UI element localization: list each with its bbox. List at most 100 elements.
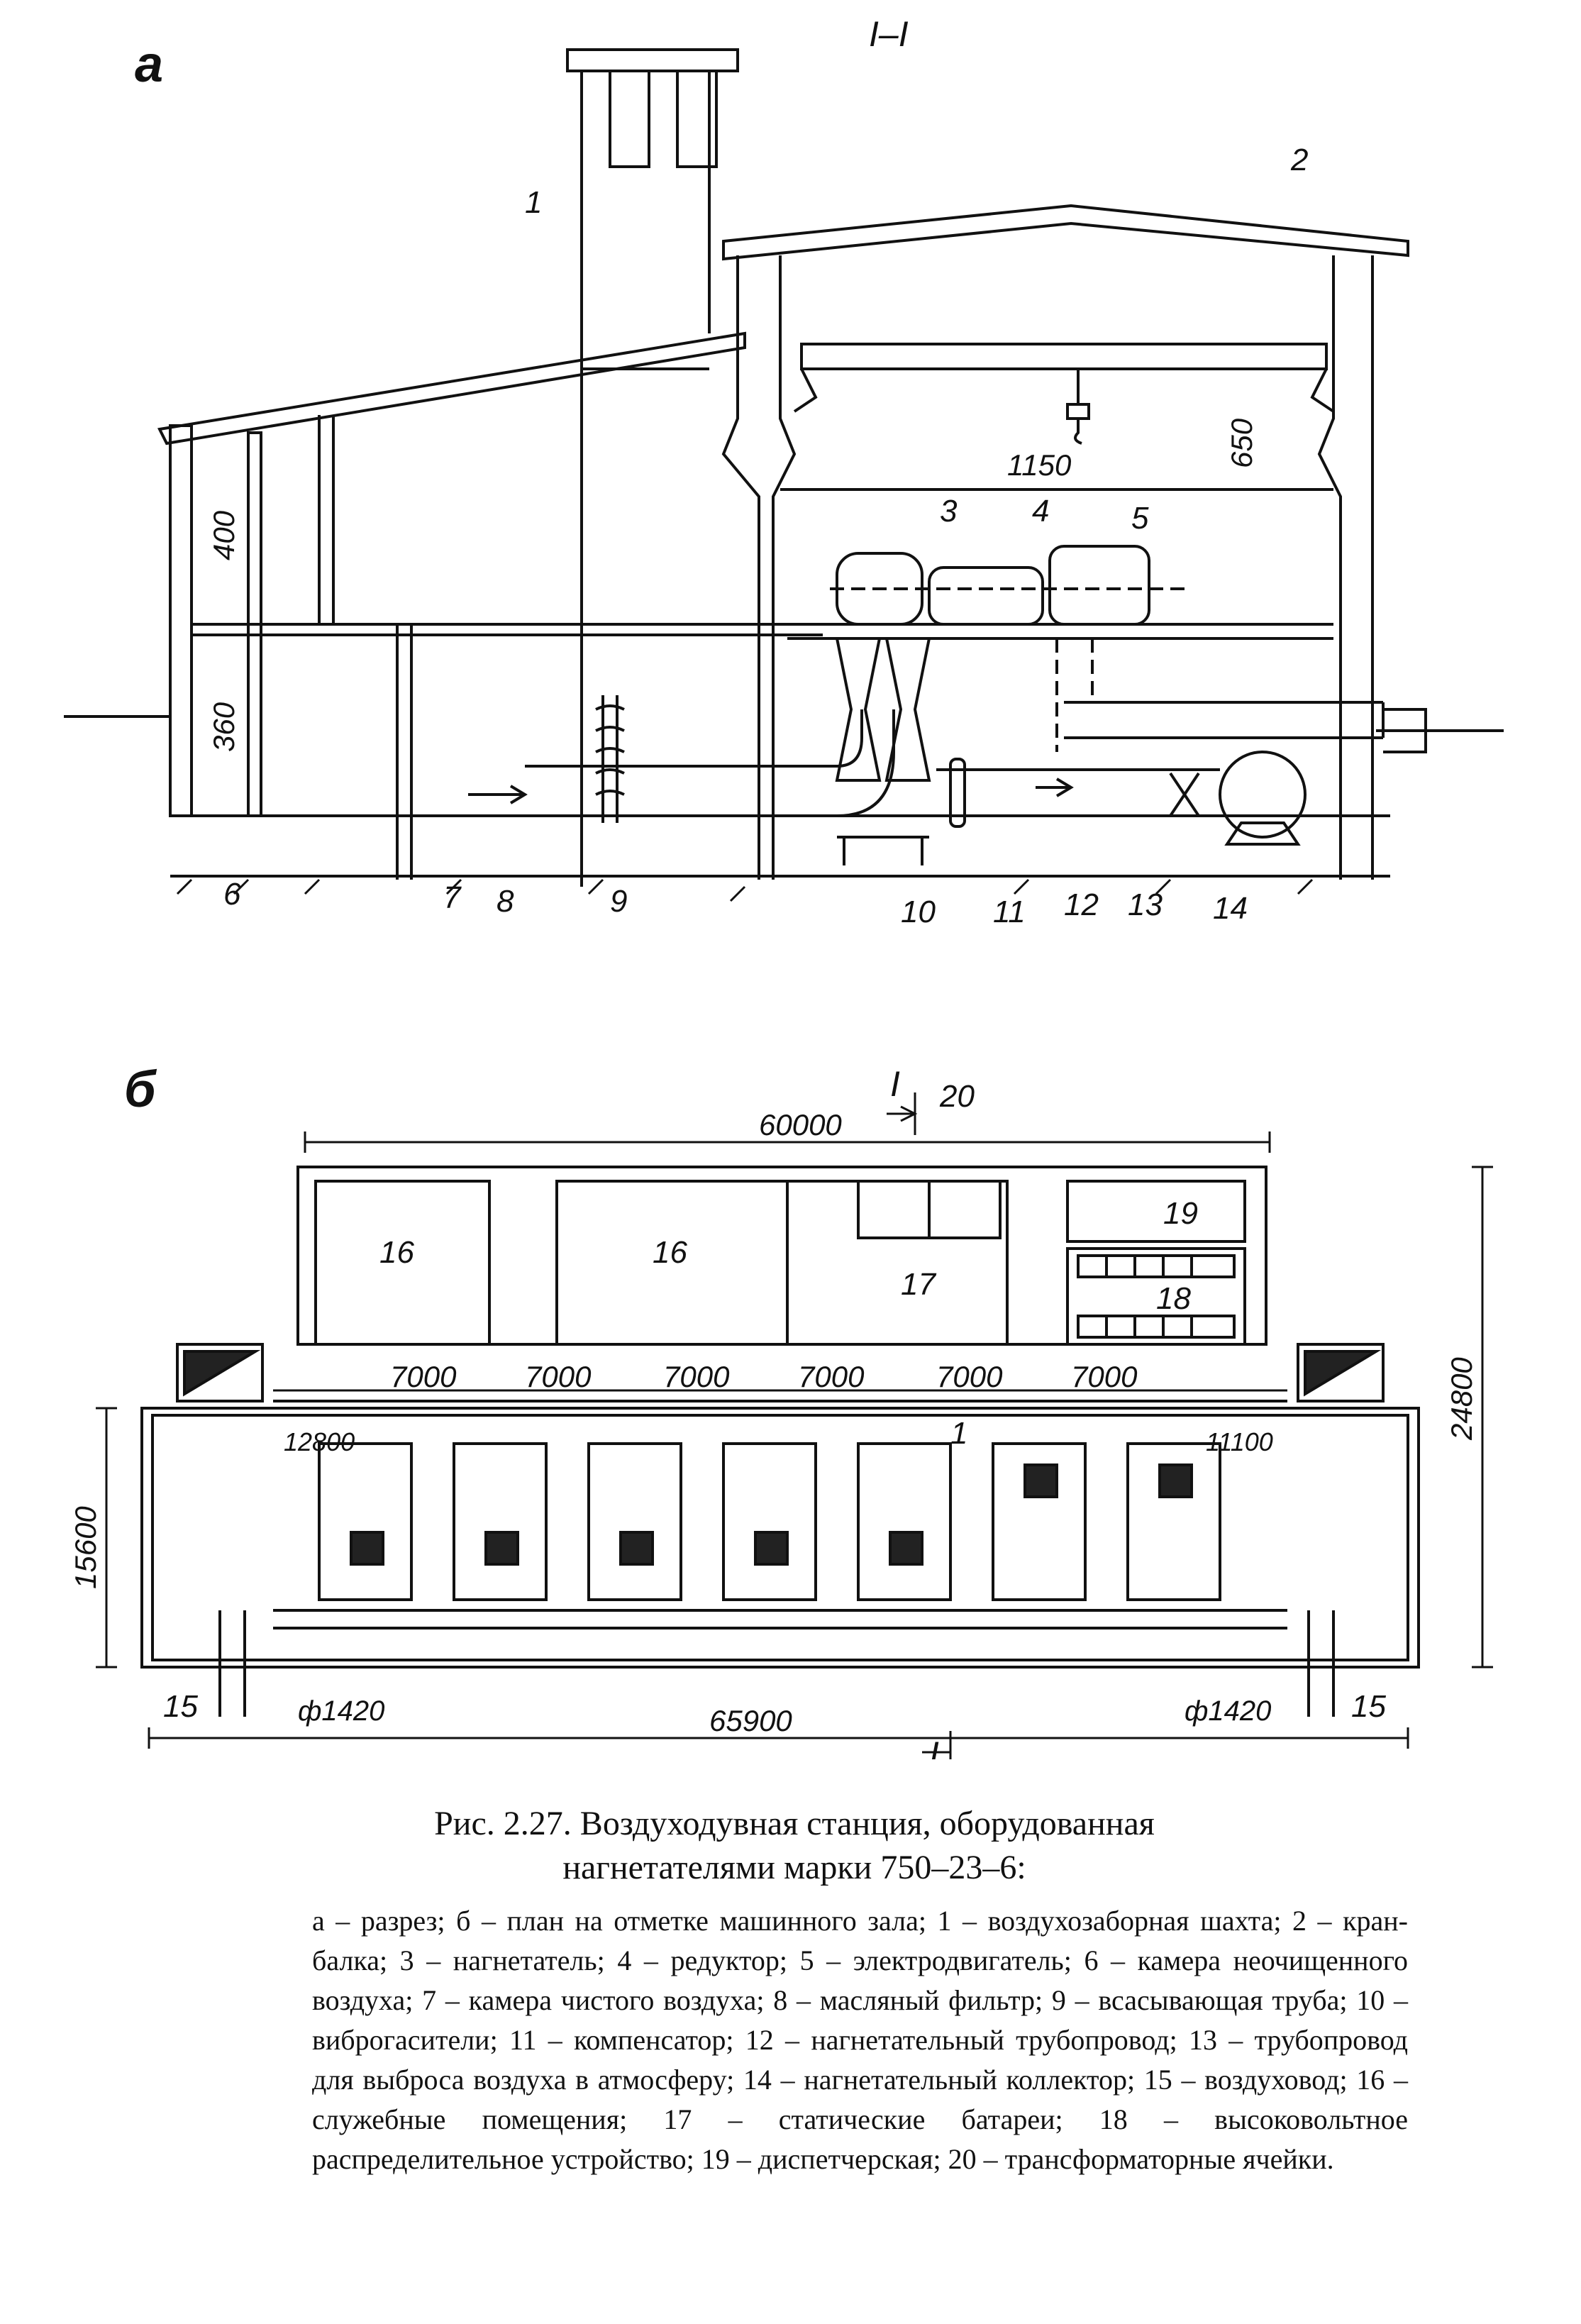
suction-pipe xyxy=(525,709,895,817)
dim-1150: 1150 xyxy=(1007,448,1072,482)
label-section-b: б xyxy=(124,1061,157,1118)
vent-dashed xyxy=(1055,638,1094,752)
callout-15-right: 15 xyxy=(1351,1689,1386,1724)
callout-12: 12 xyxy=(1064,887,1099,922)
callout-6: 6 xyxy=(223,877,241,912)
air-flow-arrow-in xyxy=(468,785,528,804)
cut-mark-top xyxy=(887,1092,918,1135)
dim-60000: 60000 xyxy=(759,1108,842,1141)
dim-line-60000 xyxy=(304,1131,1271,1153)
collector-base xyxy=(1224,821,1301,846)
label-cut-mark-bottom: I xyxy=(929,1734,939,1759)
dim-phi1420-left: ф1420 xyxy=(298,1695,384,1727)
callout-4: 4 xyxy=(1032,494,1049,529)
dim-11100: 11100 xyxy=(1206,1427,1273,1456)
shaft-right xyxy=(1297,1343,1385,1402)
reducer-4 xyxy=(928,566,1044,626)
main-right-wall xyxy=(1317,255,1374,880)
room-19 xyxy=(1066,1180,1246,1243)
shaft-right-fill xyxy=(1304,1350,1382,1397)
atmosphere-pipe xyxy=(1064,701,1427,753)
callout-9: 9 xyxy=(610,884,627,919)
callout-14: 14 xyxy=(1213,891,1248,926)
callout-1: 1 xyxy=(525,185,542,220)
unit-3 xyxy=(587,1442,682,1601)
ground-hatch xyxy=(176,878,1314,902)
shaft-left xyxy=(176,1343,264,1402)
dim-24800: 24800 xyxy=(1445,1357,1478,1441)
shaft-louver-left xyxy=(609,70,650,168)
crane-hook xyxy=(1066,369,1090,445)
unit-7 xyxy=(1126,1442,1221,1601)
label-section-a: а xyxy=(135,36,163,93)
air-duct-left xyxy=(218,1610,246,1717)
left-annex-wall xyxy=(169,424,193,817)
discharge-pipeline xyxy=(936,768,1220,817)
station-drawing: а б I–I I I 1 2 3 4 5 6 7 8 9 10 11 12 1… xyxy=(64,14,1504,1759)
plan-view xyxy=(140,1166,1420,1717)
callout-16-left: 16 xyxy=(379,1235,414,1270)
room-17 xyxy=(786,1180,1009,1346)
unit-5 xyxy=(857,1442,952,1601)
unit-5-core xyxy=(889,1531,923,1566)
valve xyxy=(1169,772,1200,817)
dim-650: 650 xyxy=(1225,418,1258,468)
callout-3: 3 xyxy=(940,494,958,529)
ground-line xyxy=(64,715,1504,732)
suction-cones xyxy=(835,638,931,782)
room-18 xyxy=(1066,1247,1246,1346)
label-section-mark: I–I xyxy=(869,14,909,54)
callout-18: 18 xyxy=(1156,1281,1191,1316)
unit-7-core xyxy=(1158,1463,1193,1498)
label-cut-mark-top: I xyxy=(890,1064,900,1104)
air-duct-right xyxy=(1307,1610,1335,1717)
callout-20: 20 xyxy=(939,1079,975,1114)
callout-5: 5 xyxy=(1131,501,1149,536)
motor-5 xyxy=(1048,545,1150,626)
dampers-10 xyxy=(837,836,929,865)
caption-title-line2: нагнетателями марки 750–23–6: xyxy=(562,1849,1026,1886)
dim-line-65900 xyxy=(148,1727,1409,1749)
blower-units xyxy=(318,1442,1221,1601)
dim-7000-3: 7000 xyxy=(663,1360,730,1393)
collector-14 xyxy=(1219,751,1307,839)
callout-11: 11 xyxy=(993,895,1026,929)
main-roof xyxy=(722,204,1409,261)
caption-legend: а – разрез; б – план на отметке машинног… xyxy=(312,1905,1408,2175)
callout-7: 7 xyxy=(443,880,462,915)
callout-19: 19 xyxy=(1163,1196,1198,1231)
unit-1-core xyxy=(350,1531,384,1566)
machine-hall-floor xyxy=(787,623,1333,640)
dim-7000-1: 7000 xyxy=(390,1360,457,1393)
cut-mark-bottom xyxy=(922,1731,952,1759)
callout-16-mid: 16 xyxy=(653,1235,687,1270)
compensator-11 xyxy=(949,758,966,828)
caption-title-line1: Рис. 2.27. Воздуходувная станция, оборуд… xyxy=(434,1805,1155,1842)
annex-column xyxy=(318,415,413,880)
unit-3-core xyxy=(619,1531,654,1566)
figure-caption: Рис. 2.27. Воздуходувная станция, оборуд… xyxy=(305,1802,1284,1890)
unit-1 xyxy=(318,1442,413,1601)
unit-4 xyxy=(722,1442,817,1601)
dim-360: 360 xyxy=(207,702,240,752)
callout-13: 13 xyxy=(1128,887,1163,922)
unit-4-core xyxy=(754,1531,789,1566)
dim-65900: 65900 xyxy=(709,1704,792,1737)
callout-8: 8 xyxy=(497,884,514,919)
switchgear-cells xyxy=(1077,1254,1236,1339)
unit-6-core xyxy=(1024,1463,1058,1498)
corridor-bottom xyxy=(273,1609,1287,1629)
dim-15600: 15600 xyxy=(69,1506,102,1589)
callout-10: 10 xyxy=(901,895,936,929)
dim-phi1420-right: ф1420 xyxy=(1185,1695,1271,1727)
machine-hall-inner xyxy=(151,1414,1409,1661)
callout-15-left: 15 xyxy=(163,1689,198,1724)
foundation-floor xyxy=(170,814,1390,878)
dimension-lines xyxy=(96,1092,1493,1759)
crane-beam xyxy=(800,343,1328,370)
room-16-left xyxy=(314,1180,491,1346)
dim-400: 400 xyxy=(207,510,240,560)
callout-17: 17 xyxy=(901,1267,936,1302)
dim-line-24800 xyxy=(1472,1166,1493,1669)
callout-1-plan: 1 xyxy=(950,1416,967,1451)
